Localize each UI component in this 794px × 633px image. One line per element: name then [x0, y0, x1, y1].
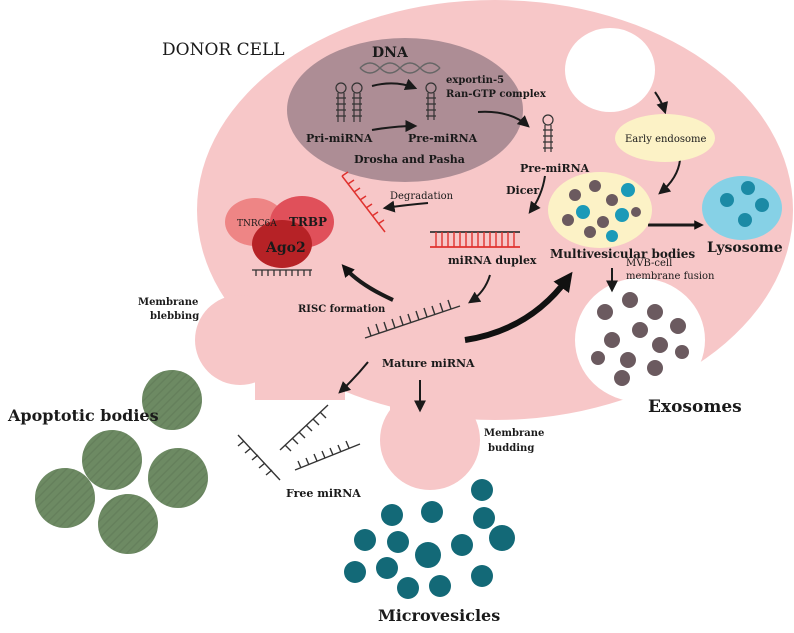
trbp-label: TRBP [289, 215, 327, 229]
pre-mirna-nucleus-label: Pre-miRNA [408, 132, 478, 145]
early-endosome [615, 114, 715, 162]
exosome-release-pocket [575, 278, 705, 402]
microvesicles-label: Microvesicles [378, 606, 500, 625]
arrow-transcription [371, 78, 418, 91]
exosomes-cluster [591, 292, 689, 386]
risc-formation-label: RISC formation [298, 304, 386, 315]
pri-mirna-hairpins [335, 82, 363, 122]
arrow-to-mvb [658, 159, 681, 195]
free-mirna-strands [237, 404, 361, 481]
pathway-arrows [338, 78, 681, 413]
degraded-mirna [341, 171, 386, 233]
membrane-blebbing-label-2: blebbing [150, 311, 199, 322]
cell-body-fill [255, 300, 345, 400]
arrow-dicer [528, 175, 546, 214]
arrow-risc-formation [341, 264, 394, 302]
dna-helix [359, 62, 441, 74]
early-endosome-label: Early endosome [625, 134, 706, 145]
apoptotic-bodies-label: Apoptotic bodies [7, 406, 159, 425]
ago2-label: Ago2 [265, 240, 306, 256]
exportin-label-2: Ran-GTP complex [446, 89, 547, 100]
mature-mirna-strand [364, 299, 461, 339]
mvb-fusion-label-2: membrane fusion [626, 271, 715, 282]
membrane-budding-label-1: Membrane [484, 428, 544, 439]
lysosome [702, 176, 782, 240]
ago2-protein [252, 220, 312, 268]
dicer-label: Dicer [506, 184, 539, 197]
risc-guide-strand [252, 269, 312, 276]
exportin-label-1: exportin-5 [446, 75, 504, 86]
membrane-budding-label-2: budding [488, 443, 534, 454]
bud-neck [390, 380, 470, 420]
degradation-label: Degradation [390, 191, 454, 202]
pri-mirna-label: Pri-miRNA [306, 132, 373, 145]
pre-mirna-cytoplasm-label: Pre-miRNA [520, 162, 590, 175]
microvesicles-cluster [344, 479, 515, 599]
mature-mirna-label: Mature miRNA [382, 357, 475, 370]
risc-complex [225, 196, 334, 276]
plasma-membrane-invagination [565, 28, 655, 112]
exosomes-label: Exosomes [648, 397, 742, 417]
arrow-to-early-endosome [654, 91, 668, 115]
mirna-duplex [430, 231, 520, 248]
nucleus [287, 38, 523, 182]
drosha-pasha-label: Drosha and Pasha [354, 153, 465, 166]
mirna-duplex-label: miRNA duplex [448, 254, 537, 267]
multivesicular-bodies-label: Multivesicular bodies [550, 247, 695, 261]
pre-mirna-hairpin-cytoplasm [542, 114, 554, 152]
pre-mirna-hairpin-nucleus [425, 82, 437, 120]
arrow-duplex-to-mature [468, 274, 491, 304]
arrow-degradation [382, 200, 429, 213]
tnrc6a-label: TNRC6A [237, 219, 277, 229]
arrow-drosha [371, 120, 418, 133]
apoptotic-bodies [35, 370, 208, 554]
mvb-fusion-label-1: MVB-cell [626, 258, 672, 269]
arrow-export [477, 110, 530, 128]
dna-label: DNA [372, 45, 409, 61]
membrane-blebbing-label-1: Membrane [138, 297, 198, 308]
arrow-to-mvb-big [464, 271, 573, 343]
arrow-to-free-mirna [338, 361, 369, 394]
lysosome-label: Lysosome [707, 240, 783, 256]
donor-cell-title: DONOR CELL [162, 40, 285, 60]
free-mirna-label: Free miRNA [286, 487, 361, 500]
multivesicular-body [548, 172, 652, 248]
